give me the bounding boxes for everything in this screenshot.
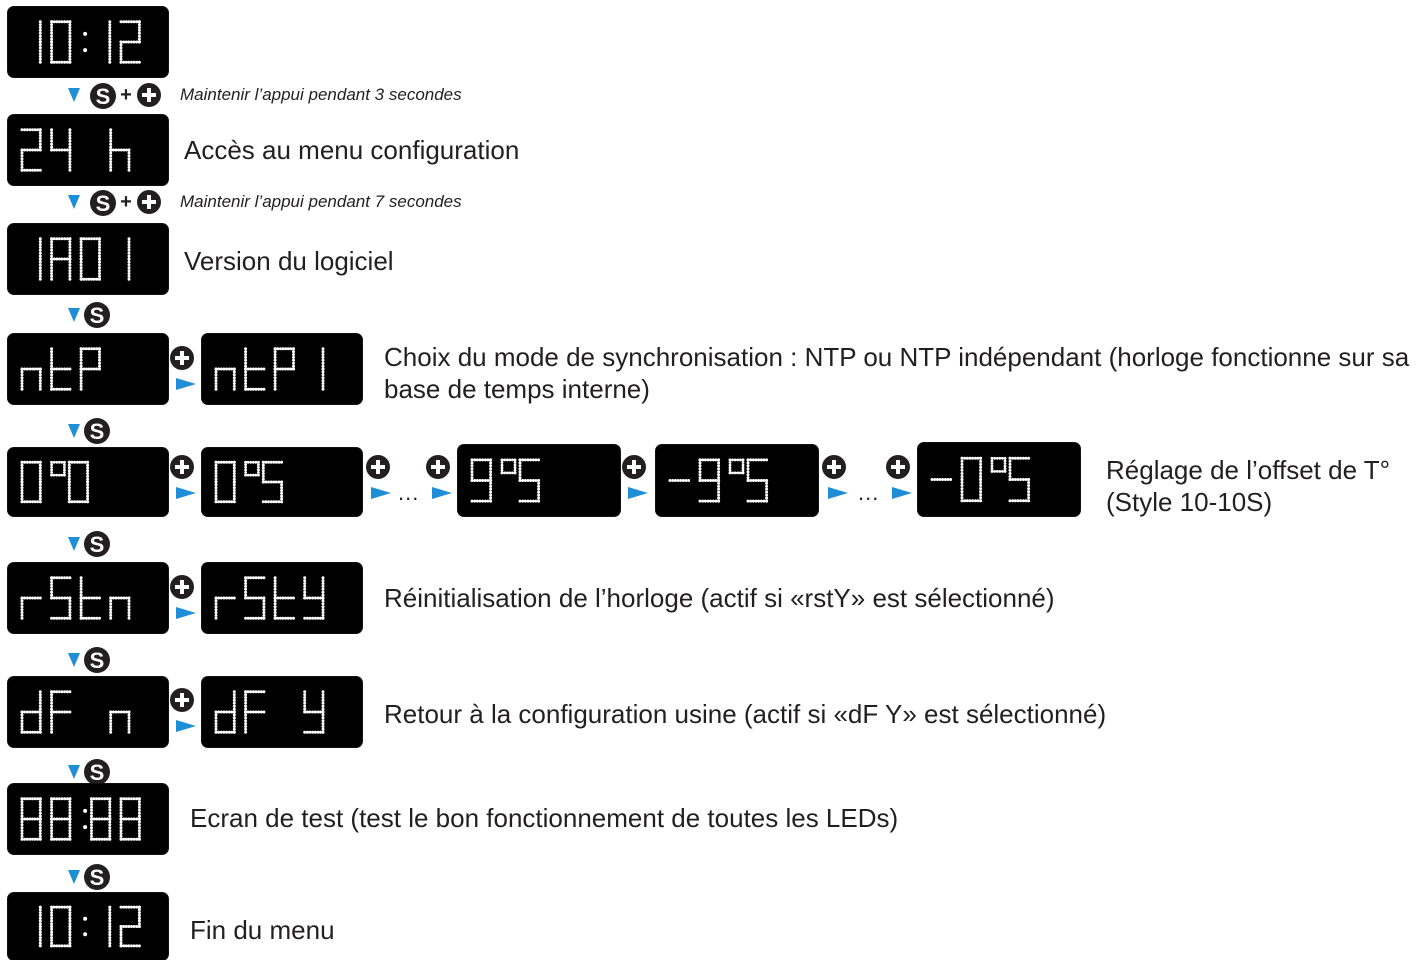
set-button-icon: S <box>90 190 116 221</box>
svg-text:S: S <box>96 191 111 216</box>
nav-arrow-right-icon <box>828 486 848 504</box>
svg-text:S: S <box>96 84 111 109</box>
display-offset-9-5 <box>458 445 620 516</box>
nav-arrow-down-icon <box>68 869 80 890</box>
svg-text:+: + <box>120 84 132 106</box>
nav-arrow-right-icon <box>176 719 196 737</box>
display-clock-start <box>8 7 168 77</box>
nav-arrow-down-icon <box>68 652 80 673</box>
svg-text:S: S <box>90 303 105 328</box>
set-button-icon: S <box>84 759 110 790</box>
svg-text:S: S <box>90 865 105 890</box>
plus-button-icon <box>170 346 194 375</box>
set-button-icon: S <box>84 418 110 449</box>
display-offset-0-5 <box>202 448 362 516</box>
hold-3s-note: Maintenir l’appui pendant 3 secondes <box>180 85 462 104</box>
label-config-menu-access: Accès au menu configuration <box>184 135 520 165</box>
plus-button-icon <box>137 83 161 112</box>
display-clock-end <box>8 893 168 960</box>
display-offset-0-0 <box>8 448 168 516</box>
label-reset-clock: Réinitialisation de l’horloge (actif si … <box>384 583 1055 613</box>
ellipsis: ... <box>398 480 420 505</box>
plus-button-icon <box>170 688 194 717</box>
display-rsty <box>202 563 362 633</box>
set-button-icon: S <box>84 302 110 333</box>
plus-button-icon <box>170 575 194 604</box>
display-test-screen <box>8 784 168 854</box>
nav-arrow-down-icon <box>68 87 80 108</box>
display-version <box>8 224 168 294</box>
label-temp-offset: Réglage de l’offset de T° (Style 10-10S) <box>1106 455 1391 517</box>
display-rstn <box>8 563 168 633</box>
combo-plus-sign: + <box>118 82 134 111</box>
nav-arrow-right-icon <box>176 486 196 504</box>
label-end-menu: Fin du menu <box>190 915 335 945</box>
nav-arrow-down-icon <box>68 764 80 785</box>
plus-button-icon <box>622 455 646 484</box>
display-ntp <box>8 334 168 404</box>
display-offset-neg-9-5 <box>656 445 818 516</box>
nav-arrow-down-icon <box>68 536 80 557</box>
label-factory-reset: Retour à la configuration usine (actif s… <box>384 699 1107 729</box>
display-ntp1 <box>202 334 362 404</box>
plus-button-icon <box>886 455 910 484</box>
plus-button-icon <box>170 455 194 484</box>
svg-text:S: S <box>90 419 105 444</box>
svg-text:S: S <box>90 760 105 785</box>
set-button-icon: S <box>90 83 116 114</box>
nav-arrow-down-icon <box>68 194 80 215</box>
hold-7s-note: Maintenir l’appui pendant 7 secondes <box>180 192 462 211</box>
set-button-icon: S <box>84 531 110 562</box>
set-button-icon: S <box>84 864 110 895</box>
set-button-icon: S <box>84 647 110 678</box>
nav-arrow-right-icon <box>432 486 452 504</box>
nav-arrow-down-icon <box>68 423 80 444</box>
plus-button-icon <box>366 455 390 484</box>
plus-button-icon <box>426 455 450 484</box>
nav-arrow-right-icon <box>176 606 196 624</box>
label-sync-mode: Choix du mode de synchronisation : NTP o… <box>384 342 1410 404</box>
label-software-version: Version du logiciel <box>184 246 394 276</box>
display-offset-neg-0-5 <box>918 443 1080 516</box>
label-test-screen: Ecran de test (test le bon fonctionnemen… <box>190 803 899 833</box>
nav-arrow-right-icon <box>628 486 648 504</box>
display-df-n <box>8 677 168 747</box>
ellipsis: ... <box>858 480 880 505</box>
svg-text:S: S <box>90 648 105 673</box>
svg-text:+: + <box>120 191 132 213</box>
nav-arrow-right-icon <box>371 486 391 504</box>
plus-button-icon <box>137 190 161 219</box>
plus-button-icon <box>822 455 846 484</box>
combo-plus-sign: + <box>118 189 134 218</box>
display-df-y <box>202 677 362 747</box>
display-24h <box>8 115 168 185</box>
svg-text:S: S <box>90 532 105 557</box>
nav-arrow-right-icon <box>176 377 196 395</box>
nav-arrow-right-icon <box>892 486 912 504</box>
nav-arrow-down-icon <box>68 307 80 328</box>
